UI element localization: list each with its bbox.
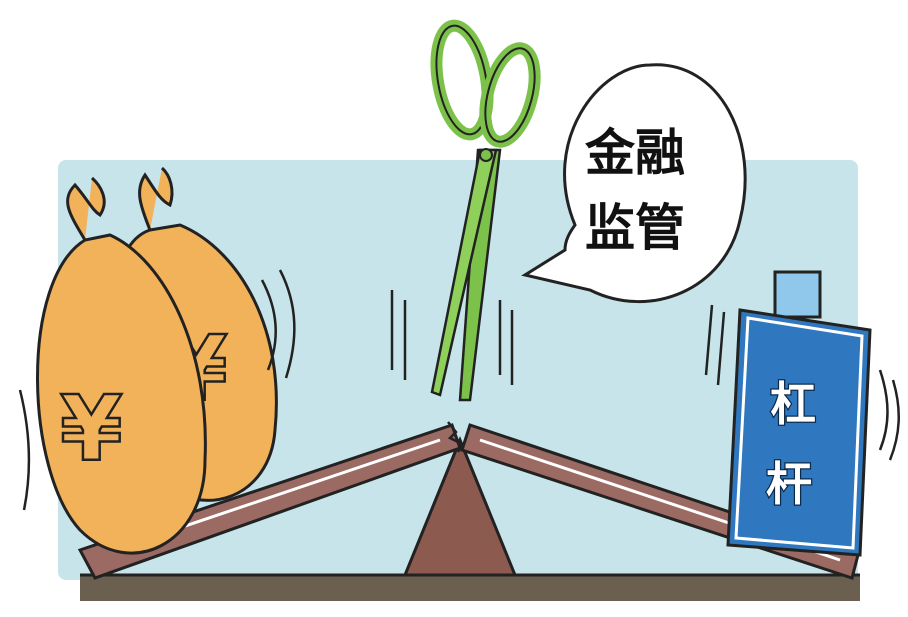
fulcrum (402, 436, 518, 577)
yen-symbol-front: ¥ (60, 377, 123, 482)
motion-lines-scissors (390, 290, 514, 385)
bubble-text-line1: 金融 (585, 124, 685, 182)
motion-lines-right (704, 304, 900, 461)
scissors (430, 19, 541, 402)
crack-mark (447, 421, 464, 453)
motion-lines-left (18, 269, 296, 511)
speech-bubble: 金融 监管 (521, 63, 747, 304)
box-text-char2: 杆 (766, 457, 812, 511)
bubble-text-line2: 监管 (585, 199, 685, 257)
money-bag-front: ¥ (36, 176, 207, 555)
leverage-box: 杠 杆 (726, 270, 872, 557)
box-text-char1: 杠 (770, 377, 816, 431)
ground-base (80, 575, 860, 601)
